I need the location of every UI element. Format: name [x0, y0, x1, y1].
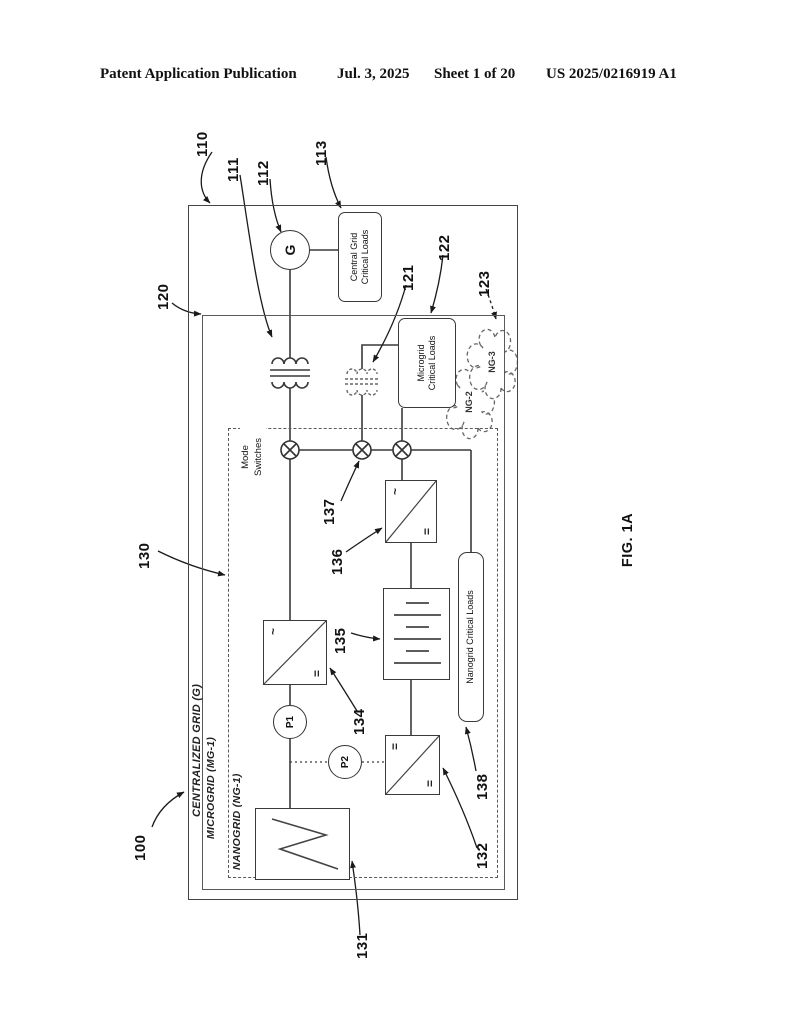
dc-dc-converter-132-box: = =	[385, 735, 440, 795]
ng3-cloud-label: NG-3	[487, 351, 497, 373]
diagonal-icon	[264, 621, 326, 684]
mode-switch-icons	[280, 440, 412, 460]
pv-panel-icon	[271, 818, 339, 870]
header-sheet: Sheet 1 of 20	[434, 66, 516, 82]
nanogrid-label: NANOGRID (NG-1)	[231, 773, 243, 870]
ref-113: 113	[313, 140, 330, 166]
ref-135: 135	[332, 627, 349, 654]
dc-symbol: =	[420, 527, 434, 535]
generator-node: G	[270, 230, 310, 270]
ng3-cloud-icon	[466, 328, 519, 400]
dc-symbol: =	[310, 669, 324, 677]
figure-caption: FIG. 1A	[620, 512, 636, 568]
pv-source-box	[255, 808, 350, 880]
ref-112: 112	[255, 160, 272, 186]
nanogrid-loads-label: Nanogrid Critical Loads	[465, 590, 476, 684]
generator-label: G	[282, 244, 298, 256]
meter-p1-node: P1	[273, 705, 307, 739]
ref-110: 110	[194, 131, 211, 157]
central-loads-line2: Critical Loads	[360, 229, 370, 285]
circuit-diagram-svg	[151, 151, 519, 936]
ref-136: 136	[329, 548, 346, 575]
meter-p2-label: P2	[339, 755, 351, 769]
ref-130: 130	[136, 542, 153, 569]
transformer-optional-icon	[345, 368, 379, 396]
transformer-icon	[270, 357, 310, 389]
microgrid-label: MICROGRID (MG-1)	[205, 736, 217, 839]
central-grid-critical-loads-box: Central Grid Critical Loads	[338, 212, 382, 302]
battery-storage-box	[383, 588, 450, 680]
central-loads-line1: Central Grid	[348, 232, 359, 282]
header-doc-number: US 2025/0216919 A1	[546, 66, 677, 82]
ref-120: 120	[155, 283, 172, 310]
ref-111: 111	[225, 157, 242, 182]
header-publication: Patent Application Publication	[100, 66, 297, 82]
ac-symbol: ~	[266, 628, 280, 636]
microgrid-critical-loads-box: Microgrid Critical Loads	[398, 318, 456, 408]
page-header: Patent Application Publication Jul. 3, 2…	[0, 66, 794, 86]
mode-switches-line1: Mode	[240, 445, 251, 469]
ref-100: 100	[132, 834, 149, 861]
microgrid-loads-line2: Critical Loads	[427, 335, 437, 391]
diagonal-icon	[386, 736, 439, 794]
microgrid-loads-line1: Microgrid	[415, 344, 426, 382]
ref-132: 132	[474, 842, 491, 869]
cloud-shapes	[443, 328, 519, 440]
ng2-cloud-label: NG-2	[464, 391, 474, 413]
figure-canvas: CENTRALIZED GRID (G) MICROGRID (MG-1) NA…	[130, 100, 665, 965]
circuit-wires	[289, 249, 472, 808]
ref-121: 121	[400, 264, 417, 291]
battery-icon	[394, 602, 441, 664]
ref-134: 134	[351, 708, 368, 735]
ref-137: 137	[321, 498, 338, 525]
dc-symbol: =	[423, 779, 437, 787]
nanogrid-critical-loads-box: Nanogrid Critical Loads	[458, 552, 484, 722]
ref-123: 123	[476, 270, 493, 297]
ac-symbol: ~	[388, 488, 402, 496]
meter-p1-label: P1	[284, 715, 296, 729]
header-date: Jul. 3, 2025	[337, 66, 410, 82]
dc-symbol: =	[388, 743, 402, 751]
meter-p2-node: P2	[328, 745, 362, 779]
mode-switches-label: Mode Switches	[240, 425, 266, 489]
inverter-134-box: ~ =	[263, 620, 327, 685]
ref-122: 122	[436, 234, 453, 261]
converter-136-box: ~ =	[385, 480, 437, 543]
diagonal-icon	[386, 481, 436, 542]
centralized-grid-label: CENTRALIZED GRID (G)	[191, 683, 203, 817]
ref-138: 138	[474, 773, 491, 800]
ref-131: 131	[354, 932, 371, 959]
mode-switches-line2: Switches	[252, 438, 264, 477]
leader-arrows	[151, 151, 497, 936]
